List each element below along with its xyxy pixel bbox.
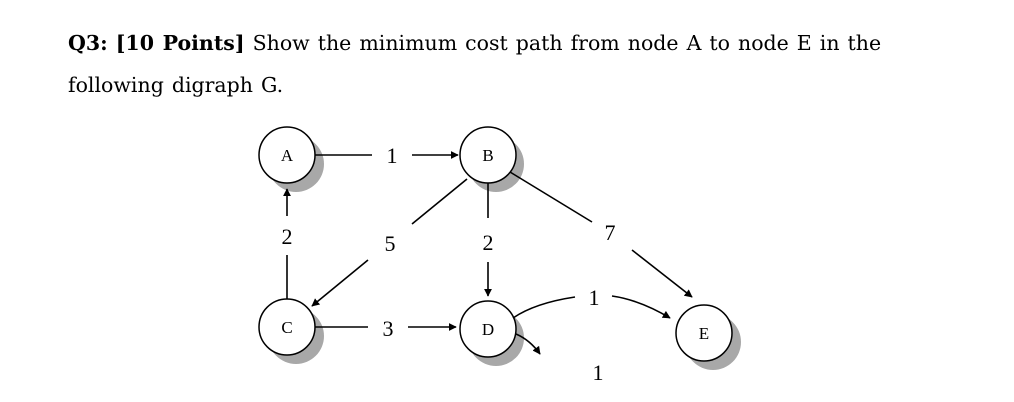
question-points: [10 Points] <box>115 31 245 55</box>
node-a-label: A <box>281 146 294 165</box>
edge-b-c-start <box>411 178 468 225</box>
edge-label-b-c: 5 <box>385 231 396 256</box>
node-d-label: D <box>482 320 494 339</box>
question-text: Q3: [10 Points] Show the minimum cost pa… <box>68 22 968 106</box>
question-number: Q3: <box>68 31 108 55</box>
node-d: D <box>459 300 517 358</box>
edge-d-e-arrow <box>611 295 671 319</box>
edge-label-c-a: 2 <box>282 224 293 249</box>
edge-label-c-d: 3 <box>383 316 394 341</box>
node-c: C <box>258 298 316 356</box>
node-e: E <box>675 304 733 362</box>
edge-b-e-start <box>509 171 593 223</box>
edge-label-a-b: 1 <box>387 143 398 168</box>
edge-label-b-d: 2 <box>483 230 494 255</box>
edge-label-d-d: 1 <box>593 360 604 385</box>
node-e-label: E <box>699 324 709 343</box>
question-body: Show the minimum cost path from node A t… <box>68 31 882 97</box>
node-b-label: B <box>482 146 493 165</box>
edge-label-b-e: 7 <box>605 220 616 245</box>
edge-b-e-arrow <box>631 249 693 298</box>
node-a: A <box>258 126 316 184</box>
node-c-label: C <box>281 318 292 337</box>
edge-b-c-arrow <box>311 259 369 307</box>
edge-d-d-loop <box>515 333 541 355</box>
edge-d-e-start <box>512 296 576 319</box>
edge-label-d-e: 1 <box>589 285 600 310</box>
node-b: B <box>459 126 517 184</box>
